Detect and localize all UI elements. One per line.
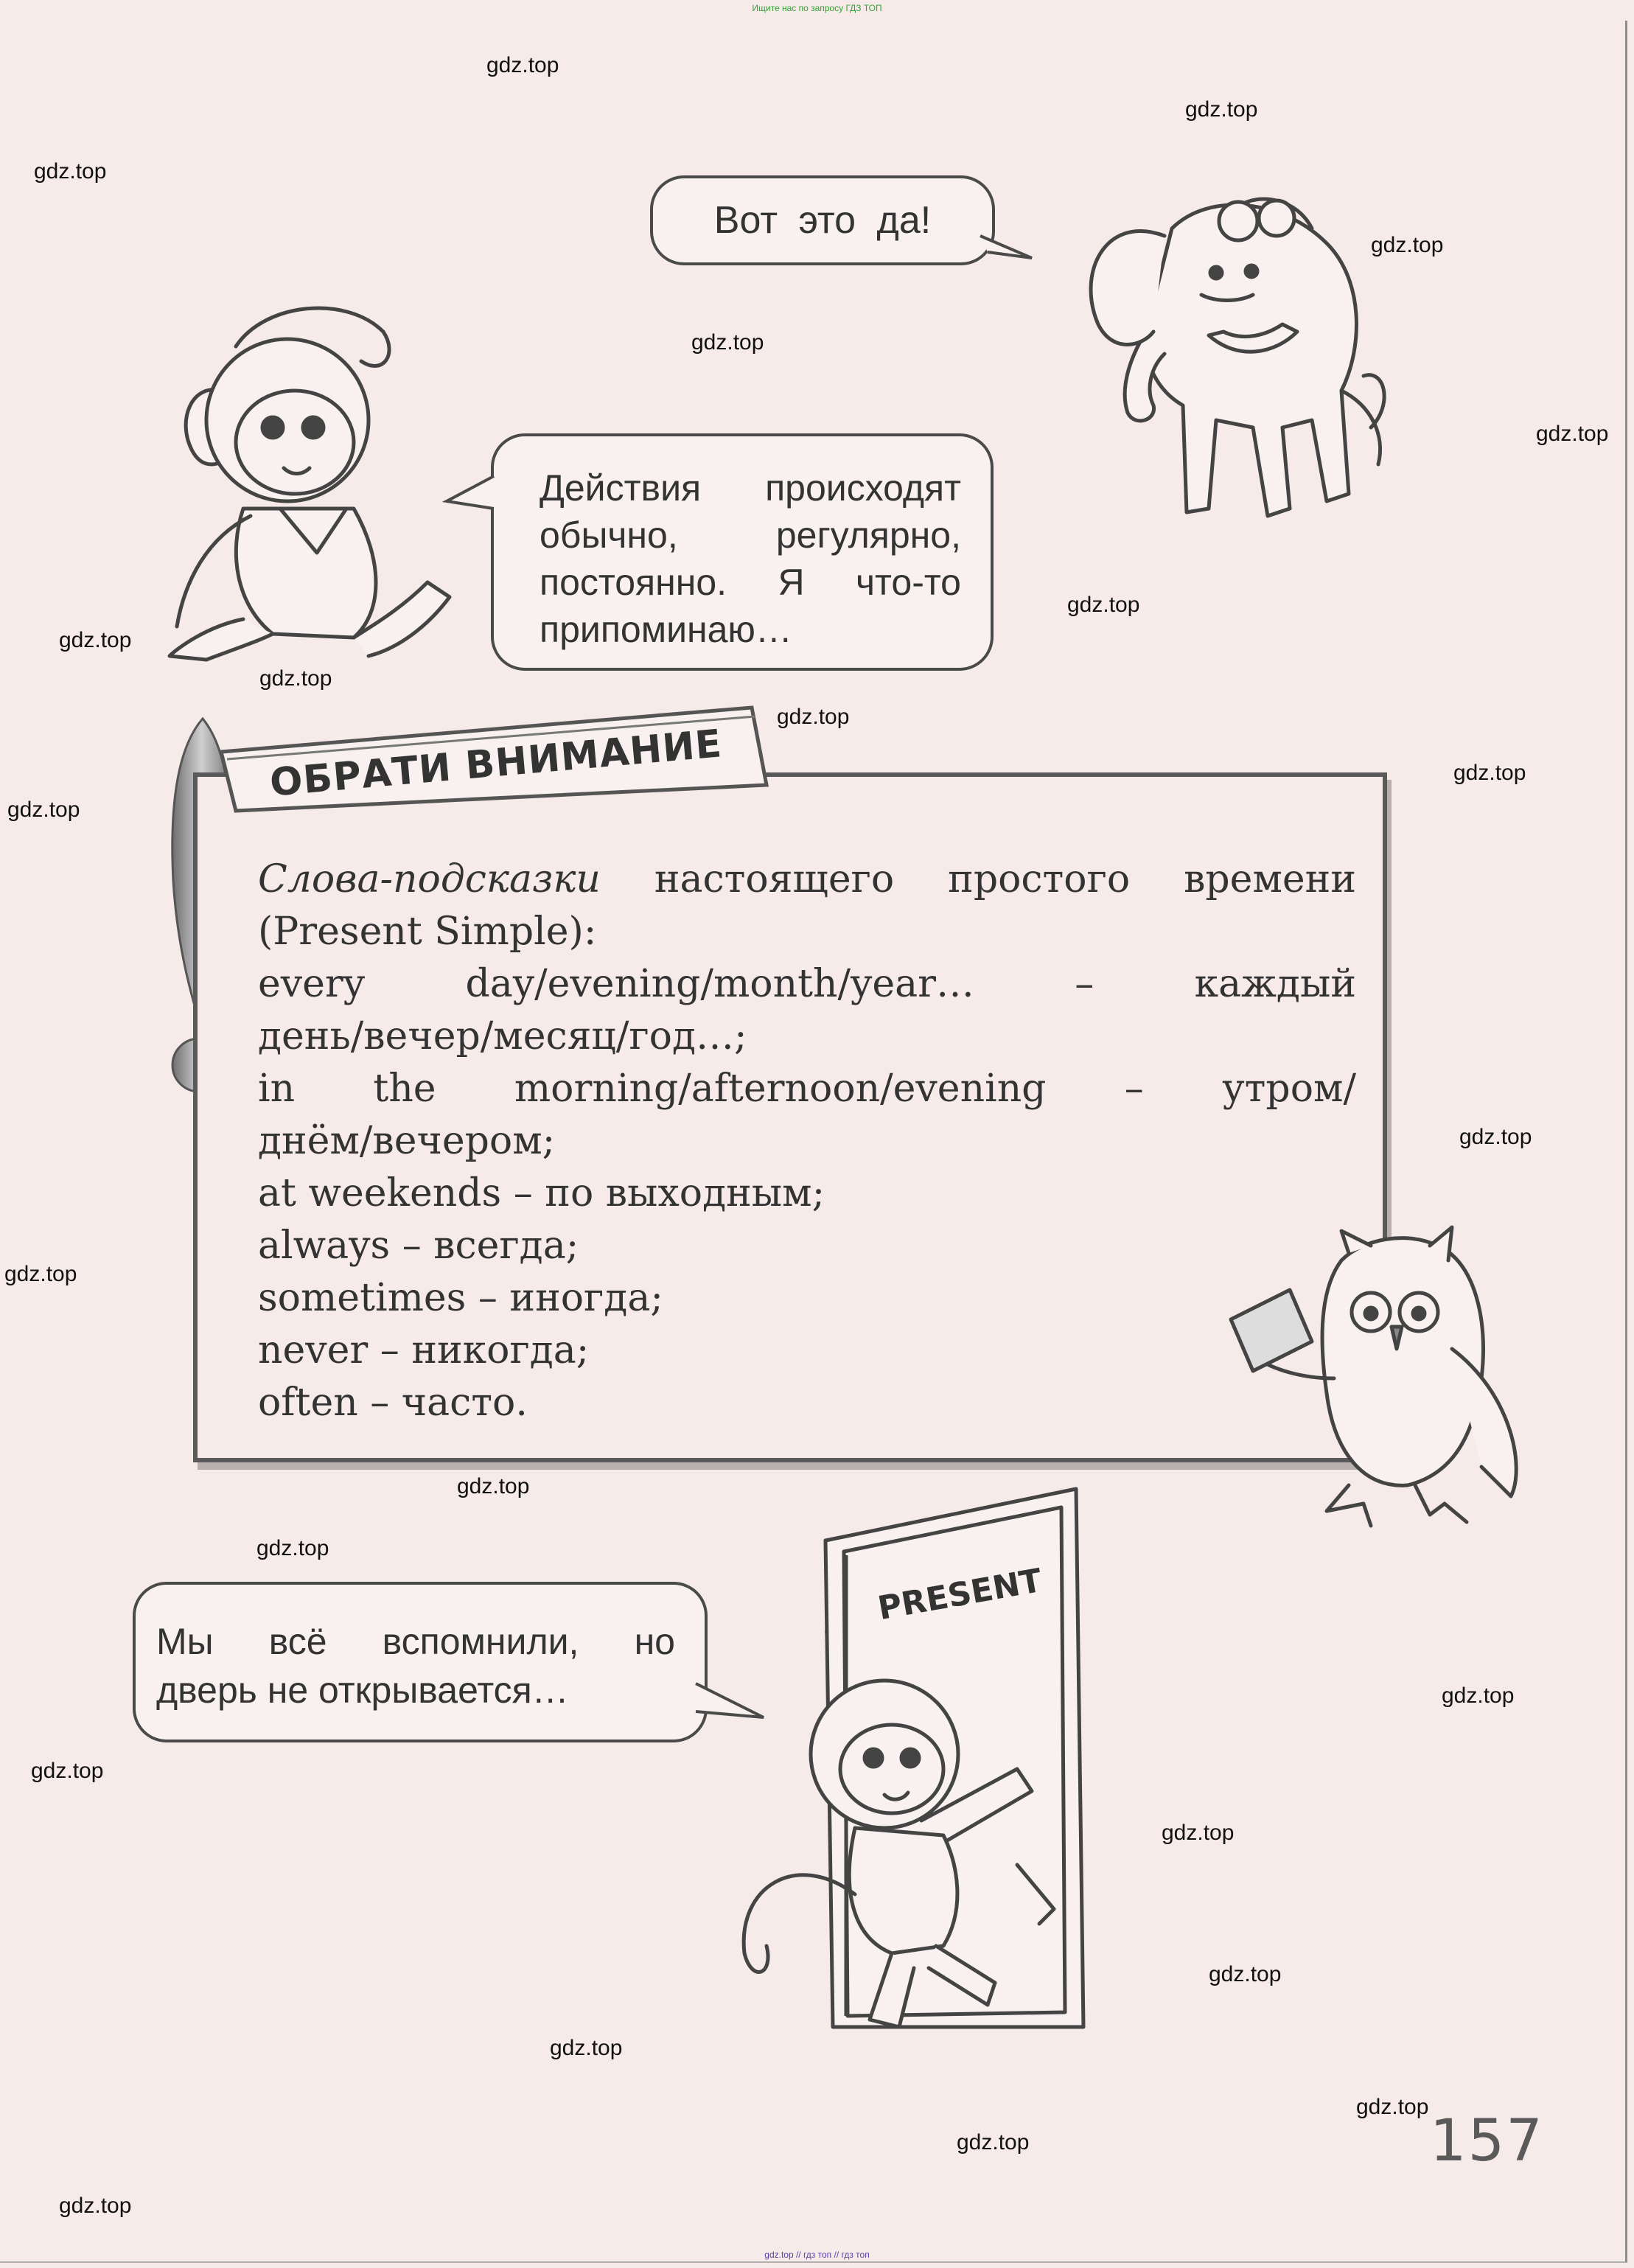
- watermark: gdz.top: [1536, 422, 1609, 446]
- bubble-line: постоянно. Я что-то: [540, 562, 961, 603]
- watermark: gdz.top: [59, 2194, 132, 2218]
- watermark: gdz.top: [1371, 233, 1444, 257]
- rule-line: often – часто.: [258, 1381, 528, 1425]
- watermark: gdz.top: [4, 1262, 77, 1286]
- watermark: gdz.top: [7, 798, 80, 822]
- rule-line: sometimes – иногда;: [258, 1276, 663, 1320]
- watermark: gdz.top: [550, 2036, 623, 2060]
- rule-line: never – никогда;: [258, 1328, 590, 1372]
- watermark: gdz.top: [957, 2130, 1030, 2154]
- bubble-tail: [695, 1682, 764, 1719]
- watermark: gdz.top: [59, 628, 132, 652]
- monkey-door-speech-bubble: Мы всё вспомнили, но дверь не открываетс…: [133, 1582, 708, 1742]
- watermark: gdz.top: [1459, 1125, 1532, 1149]
- rule-line: every day/evening/month/year… – каждый: [258, 962, 1356, 1006]
- monkey-speech-bubble: Действия происходят обычно, регулярно, п…: [491, 433, 994, 671]
- watermark: gdz.top: [486, 53, 559, 77]
- footer-note: gdz.top // гдз топ // гдз топ: [764, 2250, 870, 2260]
- attention-ribbon: [218, 705, 769, 813]
- rule-lead: Слова-подсказки: [258, 857, 601, 901]
- bubble-line: Действия происходят: [540, 467, 961, 509]
- attention-box: [193, 772, 1387, 1462]
- elephant-speech-bubble: Вот это да!: [650, 175, 995, 265]
- page-frame: [0, 21, 1627, 2263]
- rule-line: день/вечер/месяц/год…;: [258, 1014, 747, 1058]
- rule-line: Слова-подсказки настоящего простого врем…: [258, 854, 1356, 906]
- watermark: gdz.top: [1209, 1962, 1282, 1986]
- watermark: gdz.top: [1453, 761, 1526, 785]
- watermark: gdz.top: [256, 1536, 329, 1560]
- attention-text: Слова-подсказки настоящего простого врем…: [258, 854, 1356, 1429]
- bubble-tail: [980, 234, 1033, 259]
- bubble-tail: [441, 475, 495, 510]
- monkey-illustration: [167, 306, 452, 662]
- rule-text: настоящего простого времени: [600, 857, 1356, 901]
- watermark: gdz.top: [1162, 1821, 1235, 1845]
- rule-line: at weekends – по выходным;: [258, 1171, 825, 1215]
- bubble-line: обычно, регулярно,: [540, 514, 961, 556]
- owl-illustration: [1229, 1225, 1518, 1528]
- watermark: gdz.top: [457, 1474, 530, 1498]
- rule-line: днём/вечером;: [258, 1119, 556, 1163]
- rule-line: always – всегда;: [258, 1224, 579, 1268]
- watermark: gdz.top: [1067, 593, 1140, 617]
- elephant-illustration: [1089, 197, 1386, 518]
- watermark: gdz.top: [34, 159, 107, 184]
- bubble-line: дверь не открывается…: [156, 1669, 569, 1711]
- watermark: gdz.top: [1356, 2095, 1429, 2119]
- monkey-at-door-illustration: [741, 1678, 1056, 2029]
- bubble-line: припоминаю…: [540, 609, 792, 650]
- bubble-text: Вот это да!: [713, 199, 932, 242]
- rule-line: in the morning/afternoon/evening – утром…: [258, 1067, 1356, 1111]
- page-number: 157: [1430, 2108, 1544, 2174]
- watermark: gdz.top: [1442, 1683, 1515, 1708]
- watermark: gdz.top: [691, 330, 764, 355]
- rule-line: (Present Simple):: [258, 910, 597, 954]
- bubble-line: Мы всё вспомнили, но: [156, 1621, 675, 1662]
- watermark: gdz.top: [777, 705, 850, 729]
- watermark: gdz.top: [259, 666, 332, 691]
- watermark: gdz.top: [1185, 97, 1258, 122]
- watermark: gdz.top: [31, 1759, 104, 1783]
- header-note: Ищите нас по запросу ГДЗ ТОП: [752, 3, 882, 13]
